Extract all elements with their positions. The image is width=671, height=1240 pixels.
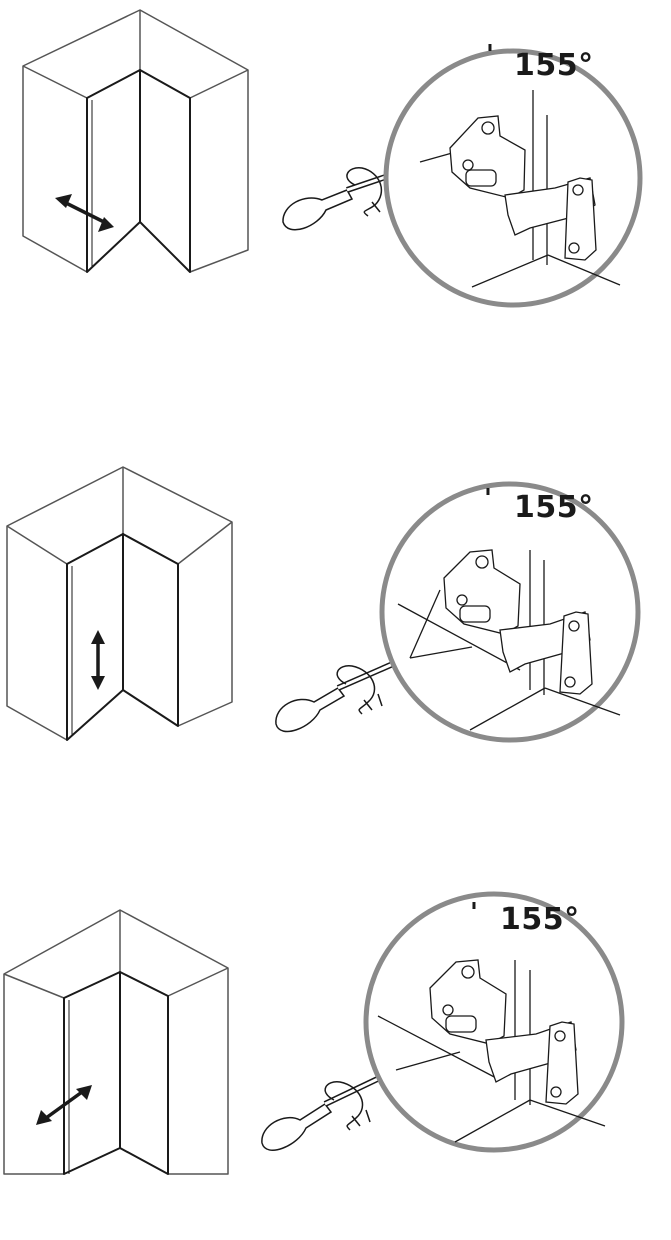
horizontal-adjust-arrow (55, 194, 114, 232)
step-3: ' 155° (0, 880, 671, 1240)
angle-tick-mark: ' (486, 40, 494, 70)
vertical-adjust-arrow (91, 630, 105, 690)
angle-tick-mark: ' (470, 898, 478, 928)
opening-angle-label: 155° (514, 48, 594, 83)
angle-tick-mark: ' (484, 484, 492, 514)
corner-cabinet (22, 9, 249, 273)
hinge-detail-circle (379, 481, 641, 743)
step-3-illustration (3, 891, 625, 1175)
opening-angle-label: 155° (500, 902, 580, 937)
step-1: ' 155° (0, 0, 671, 360)
hinge-detail-circle (383, 48, 643, 308)
step-1-illustration (22, 9, 643, 308)
step-2-illustration (6, 466, 641, 743)
opening-angle-label: 155° (514, 490, 594, 525)
screwdriver-icon (275, 655, 411, 733)
depth-adjust-arrow (36, 1085, 92, 1125)
hinge-detail-circle (363, 891, 625, 1153)
corner-cabinet (3, 909, 229, 1175)
step-2: ' 155° (0, 440, 671, 800)
screwdriver-icon (261, 1069, 397, 1151)
corner-cabinet (6, 466, 233, 741)
